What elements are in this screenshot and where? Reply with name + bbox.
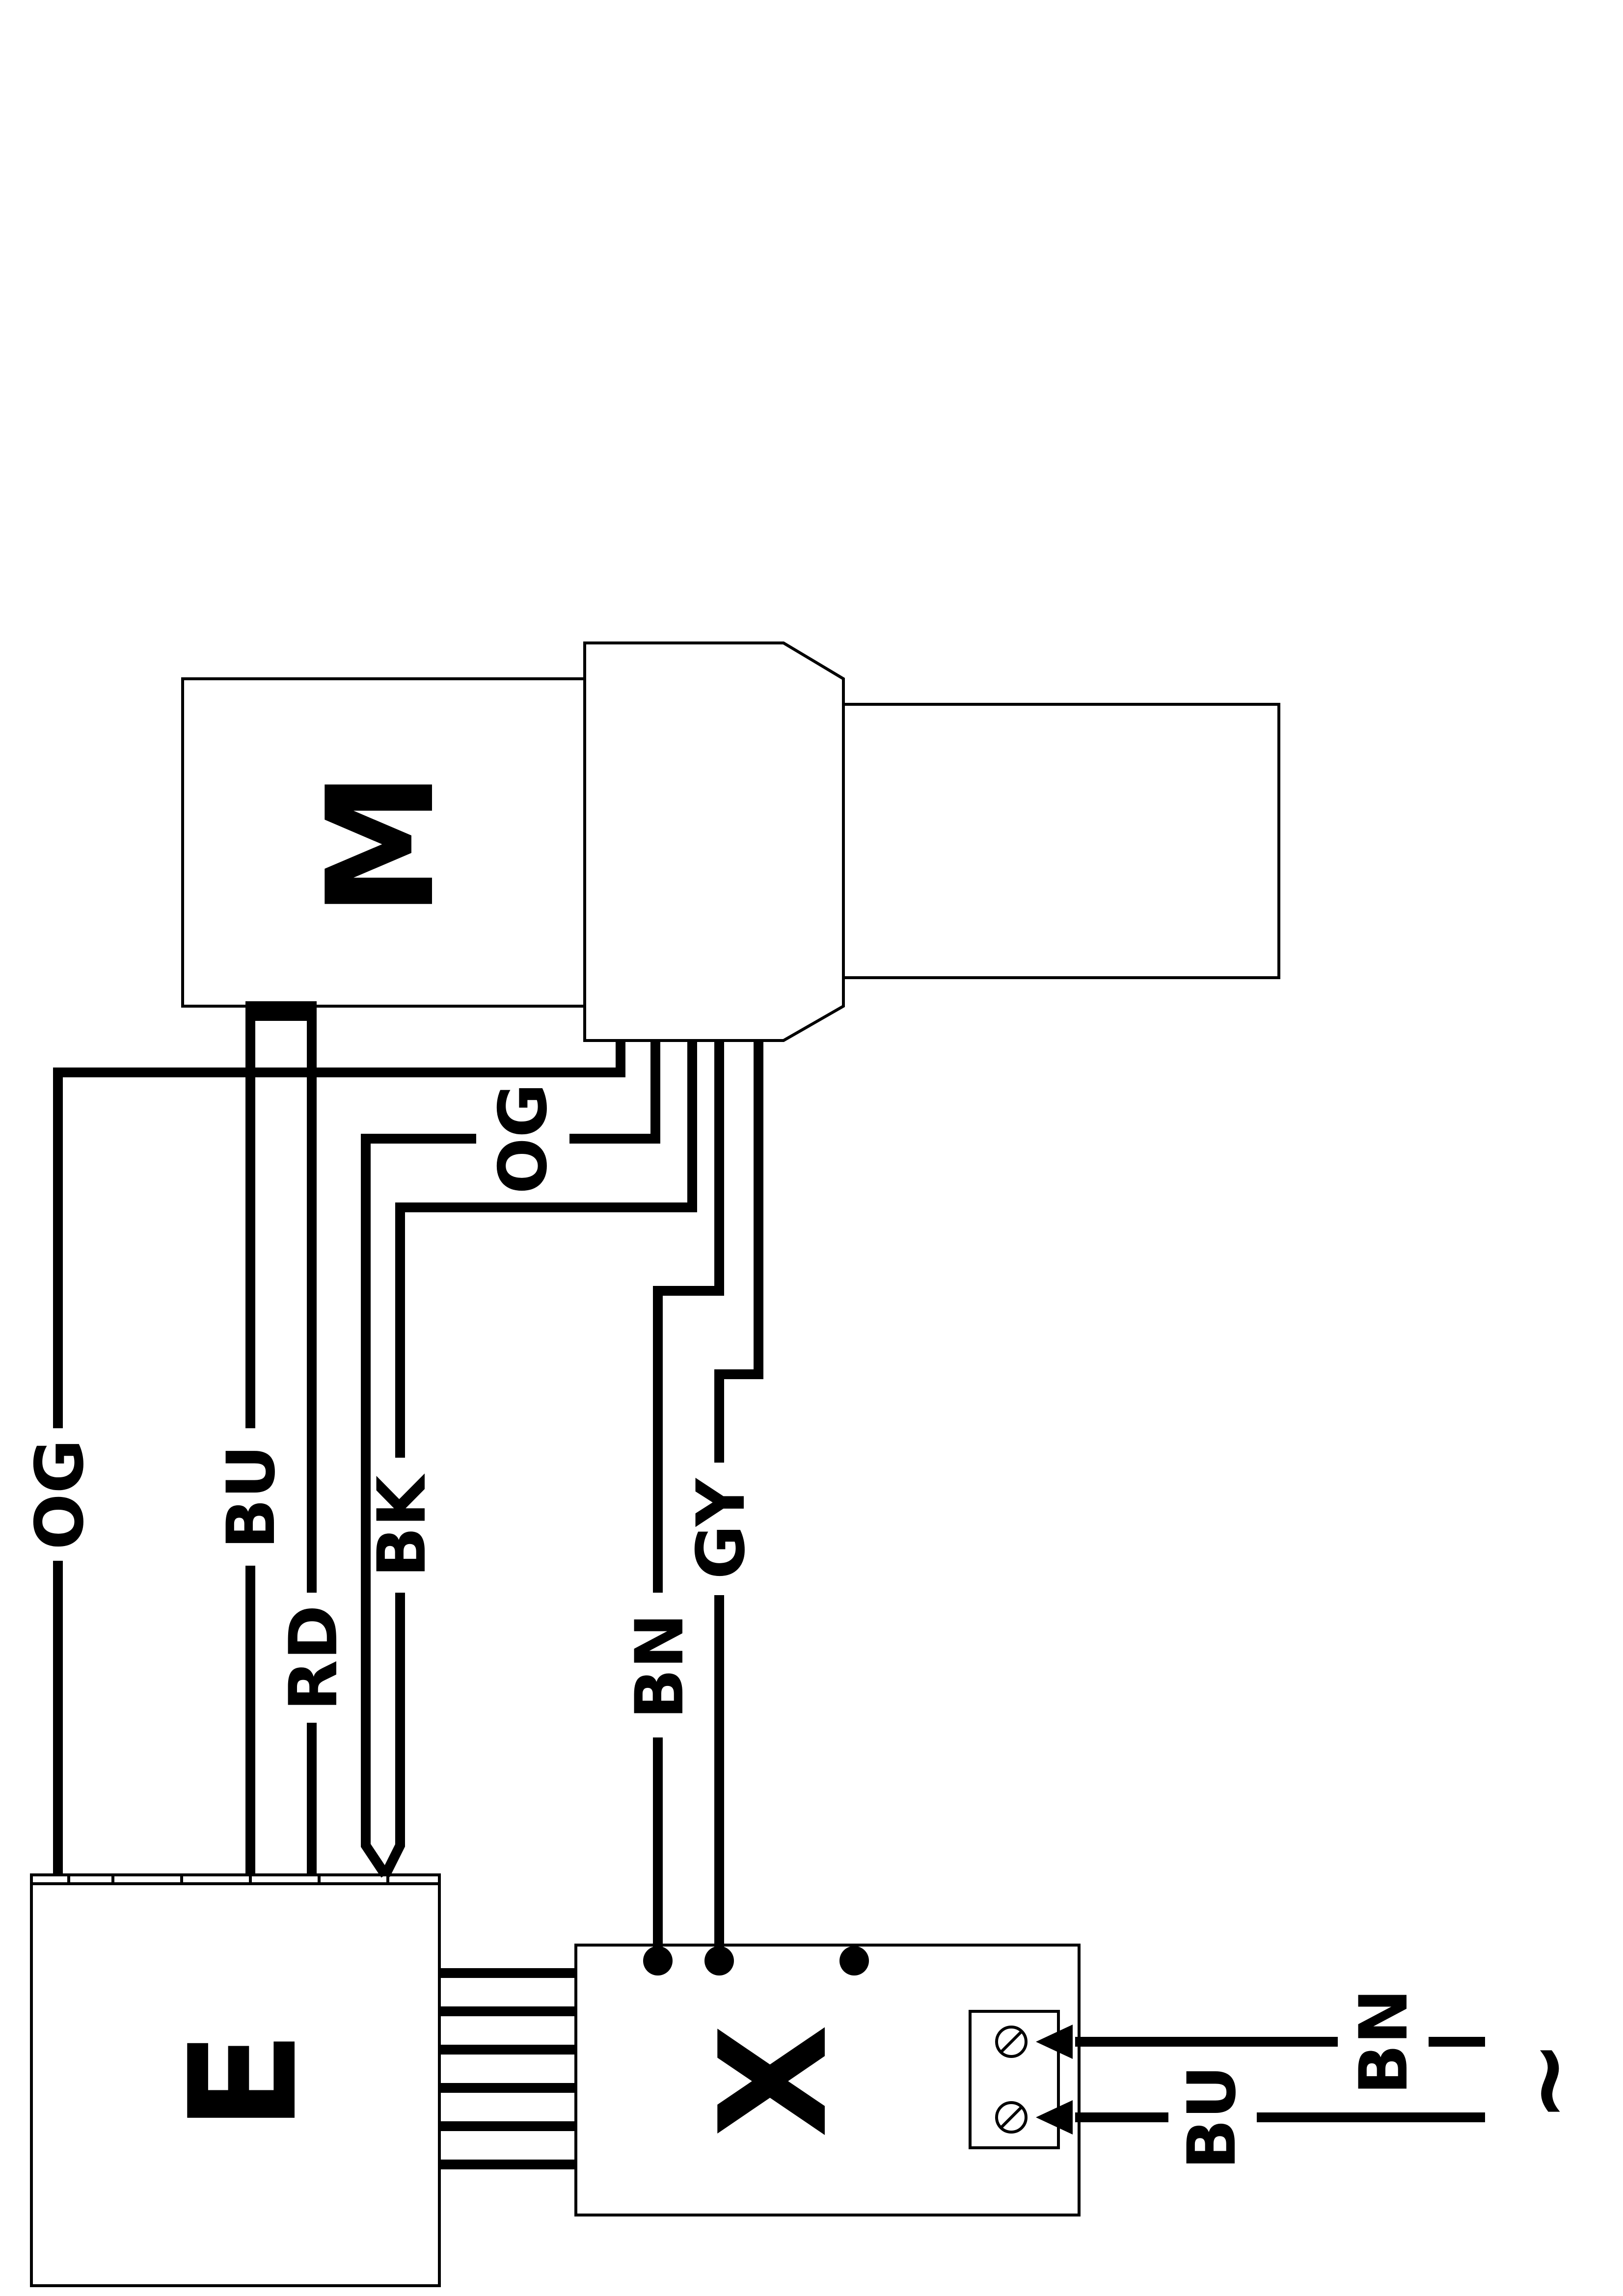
electronics-box: E — [30, 1873, 441, 2287]
label-bn-mid: BN — [621, 1613, 698, 1719]
screw-icon — [995, 2026, 1028, 2058]
wire-og-mid — [361, 1134, 476, 1878]
label-bk: BK — [363, 1473, 440, 1577]
terminal-dot — [839, 1946, 869, 1976]
wire-bk — [395, 1041, 697, 1458]
label-og-mid: OG — [485, 1083, 562, 1194]
motor-label: M — [296, 771, 467, 918]
label-gy: GY — [682, 1477, 759, 1579]
label-og-left: OG — [21, 1439, 98, 1550]
wiring — [53, 1001, 1485, 2122]
wire-labels: OG BU RD BK OG BN GY BN BU — [21, 1083, 1422, 2169]
motor-assembly: M — [181, 641, 1280, 1042]
terminal-arrow-icon — [1036, 2100, 1073, 2135]
label-bu-supply: BU — [1173, 2065, 1250, 2170]
screw-slot — [1000, 2106, 1023, 2129]
ac-supply-symbol: ~ — [1490, 2040, 1604, 2122]
drive-shaft — [842, 703, 1280, 979]
screw-icon — [995, 2101, 1028, 2134]
label-rd: RD — [275, 1605, 352, 1711]
screw-terminal-block — [969, 2010, 1060, 2149]
gearbox — [583, 641, 845, 1042]
terminal-label: X — [688, 2024, 860, 2137]
electronics-label: E — [158, 2031, 329, 2132]
terminal-arrow-icon — [1036, 2025, 1073, 2059]
label-bu-left: BU — [213, 1445, 290, 1549]
wire-bu-rd-loop — [245, 1006, 312, 1021]
wire-bk — [381, 1593, 405, 1877]
ribbon-cable — [439, 1968, 576, 2169]
label-bn-supply: BN — [1345, 1989, 1422, 2095]
screw-slot — [1000, 2030, 1023, 2053]
electronics-housing — [30, 1873, 441, 2287]
wire-bn-mid — [653, 1041, 724, 1593]
wire-og-mid — [569, 1041, 660, 1144]
terminal-box: X — [574, 1944, 1081, 2216]
motor-housing — [181, 677, 588, 1008]
wire-gy — [714, 1041, 763, 1463]
wire-og-left — [53, 1041, 625, 1428]
